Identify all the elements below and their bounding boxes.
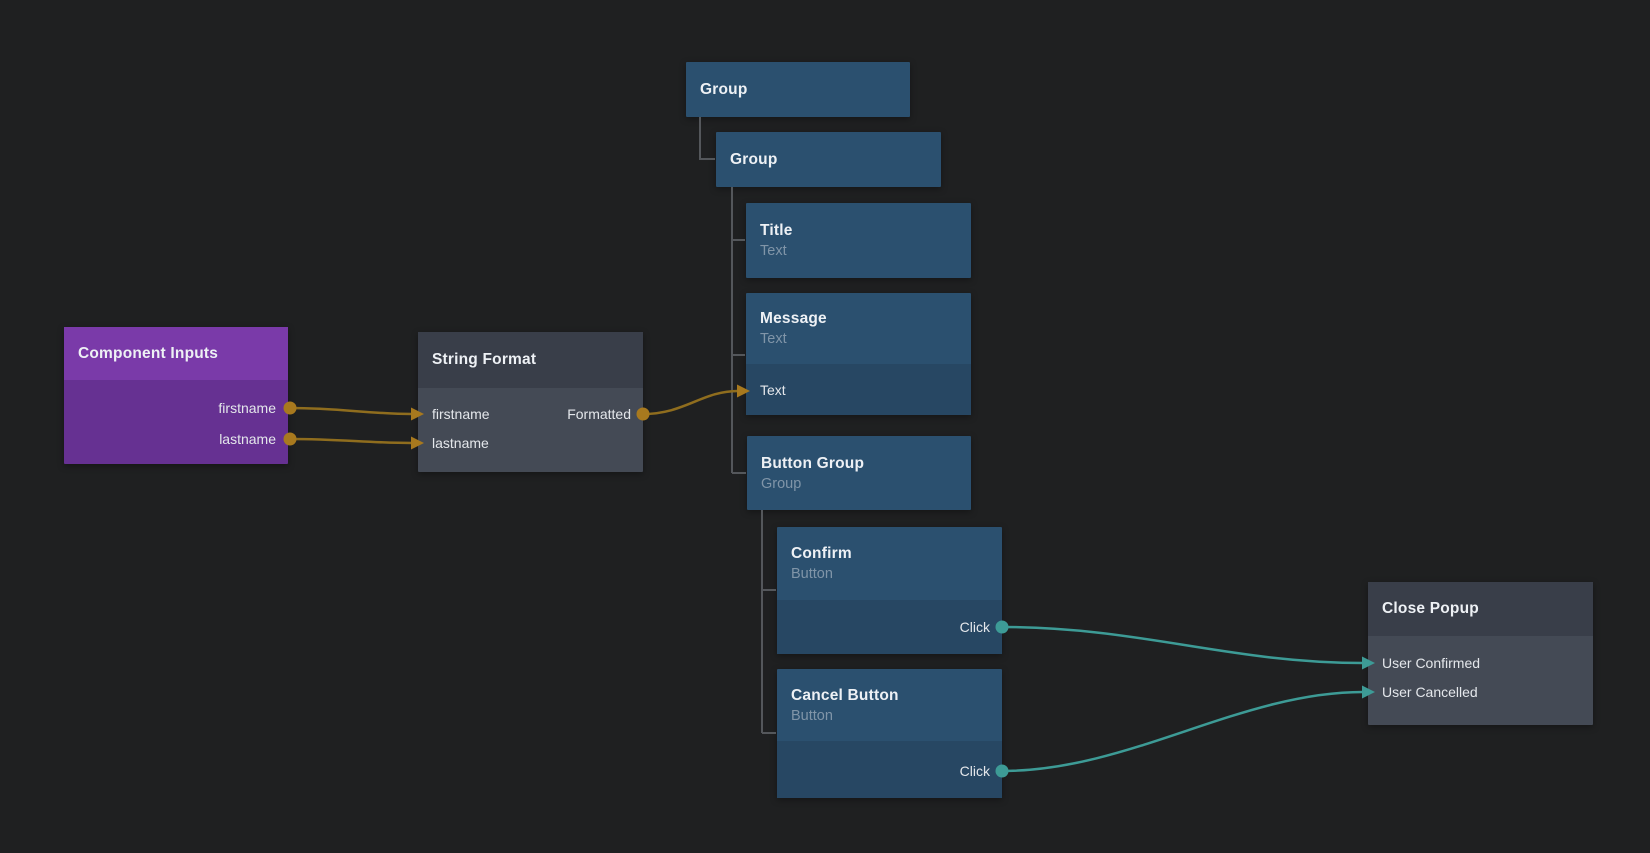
node-title: Button Group: [761, 454, 865, 472]
port-strip: [777, 600, 1002, 654]
node-header: String Format: [418, 332, 643, 388]
input-port-user-cancelled[interactable]: User Cancelled: [1382, 684, 1478, 700]
input-port-text[interactable]: Text: [760, 382, 786, 398]
wire-firstname[interactable]: [289, 406, 413, 416]
node-group-outer[interactable]: Group: [686, 62, 910, 117]
node-header: Title Text: [746, 203, 971, 278]
node-header: Component Inputs: [64, 327, 288, 380]
wire-lastname[interactable]: [289, 437, 413, 445]
node-subtitle: Group: [761, 475, 802, 492]
node-header: Confirm Button: [777, 527, 1002, 600]
output-port-firstname[interactable]: firstname: [218, 400, 276, 416]
node-title: Group: [700, 80, 748, 98]
node-subtitle: Button: [791, 707, 833, 724]
node-title: Component Inputs: [78, 344, 219, 362]
node-title: Message: [760, 310, 827, 327]
node-message[interactable]: Message Text Text: [746, 293, 971, 415]
output-port-lastname[interactable]: lastname: [219, 431, 276, 447]
node-title: Confirm: [791, 545, 852, 562]
node-title: Title: [760, 222, 793, 239]
output-port-click[interactable]: Click: [959, 619, 990, 635]
node-title-text[interactable]: Title Text: [746, 203, 971, 278]
wire-cancel-click[interactable]: [1001, 690, 1364, 773]
node-header: Cancel Button Button: [777, 669, 1002, 741]
port-strip: [777, 741, 1002, 798]
node-header: Group: [716, 132, 941, 187]
node-header: Close Popup: [1368, 582, 1593, 636]
node-subtitle: Text: [760, 243, 787, 259]
node-string-format[interactable]: String Format firstname lastname Formatt…: [418, 332, 643, 472]
node-title: String Format: [432, 351, 537, 368]
node-group-inner[interactable]: Group: [716, 132, 941, 187]
output-port-formatted[interactable]: Formatted: [567, 406, 631, 422]
port-strip: [746, 364, 971, 415]
wire-formatted-to-text[interactable]: [642, 389, 739, 416]
node-confirm[interactable]: Confirm Button Click: [777, 527, 1002, 654]
wire-confirm-click[interactable]: [1001, 625, 1364, 665]
node-close-popup[interactable]: Close Popup User Confirmed User Cancelle…: [1368, 582, 1593, 725]
node-button-group[interactable]: Button Group Group: [747, 436, 971, 510]
node-component-inputs[interactable]: Component Inputs firstname lastname: [64, 327, 288, 464]
node-header: Group: [686, 62, 910, 117]
node-subtitle: Button: [791, 566, 833, 582]
input-port-lastname[interactable]: lastname: [432, 435, 489, 451]
node-title: Close Popup: [1382, 600, 1479, 617]
input-port-firstname[interactable]: firstname: [432, 406, 490, 422]
node-subtitle: Text: [760, 331, 787, 347]
input-port-user-confirmed[interactable]: User Confirmed: [1382, 655, 1481, 671]
node-title: Group: [730, 150, 778, 168]
output-port-click[interactable]: Click: [959, 763, 990, 779]
node-header: Message Text: [746, 293, 971, 364]
node-cancel-button[interactable]: Cancel Button Button Click: [777, 669, 1002, 798]
node-title: Cancel Button: [791, 686, 899, 704]
node-header: Button Group Group: [747, 436, 971, 510]
